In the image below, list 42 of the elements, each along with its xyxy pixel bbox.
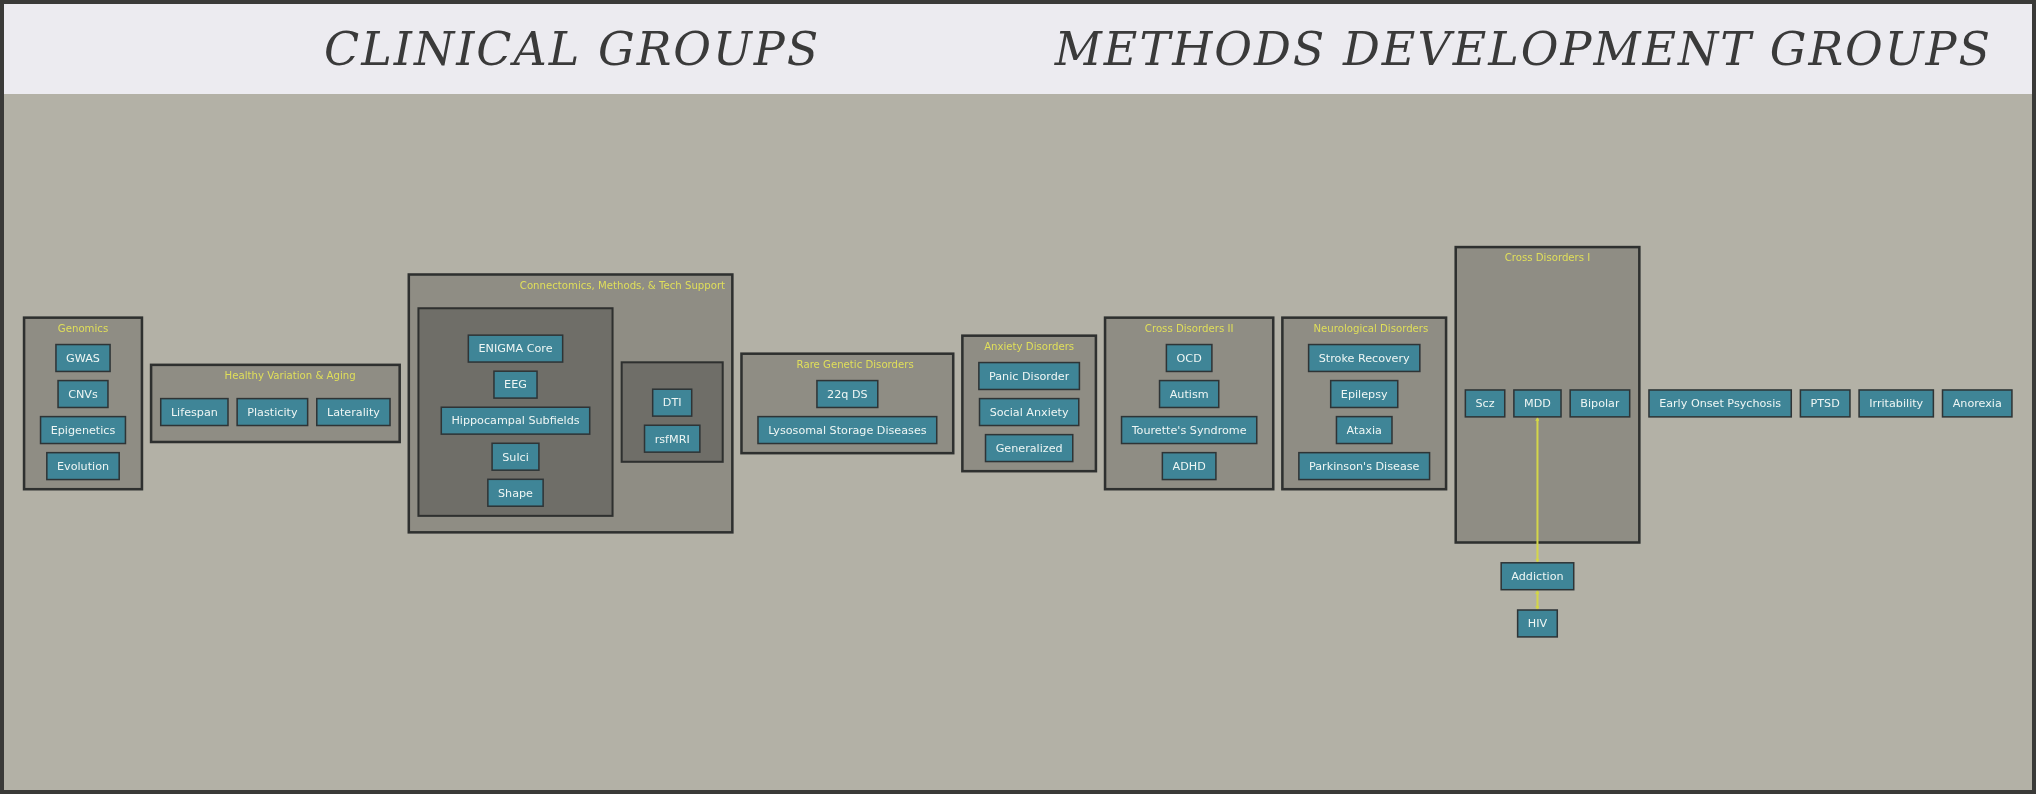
section-heading: CLINICAL GROUPS xyxy=(324,22,821,76)
node-box: Social Anxiety xyxy=(978,397,1080,427)
node-box: GWAS xyxy=(55,343,111,373)
node-box: OCD xyxy=(1165,343,1213,373)
node-box: Hippocampal Subfields xyxy=(440,406,591,435)
node-box: Bipolar xyxy=(1569,389,1631,418)
node-box: Epigenetics xyxy=(39,415,127,445)
node-box: Lifespan xyxy=(159,397,229,427)
node-box: DTI xyxy=(651,388,693,417)
arrow xyxy=(1535,416,1540,563)
node-box: Irritability xyxy=(1858,389,1935,418)
node-box: ADHD xyxy=(1161,451,1217,481)
node-box: Generalized xyxy=(984,433,1074,463)
node-box: MDD xyxy=(1513,389,1562,418)
node-box: 22q DS xyxy=(816,379,879,409)
node-box: Laterality xyxy=(316,397,391,427)
node-box: Anorexia xyxy=(1941,389,2013,418)
node-box: Scz xyxy=(1464,389,1506,418)
node-box: Panic Disorder xyxy=(978,361,1081,391)
node-box: Parkinson's Disease xyxy=(1298,451,1431,481)
section-heading: METHODS DEVELOPMENT GROUPS xyxy=(1054,22,1992,76)
node-box: CNVs xyxy=(57,379,109,409)
node-box: rsfMRI xyxy=(643,424,701,453)
node-box: Lysosomal Storage Diseases xyxy=(757,415,938,445)
node-box: Shape xyxy=(487,478,544,507)
node-box: Sulci xyxy=(491,442,540,471)
node-box: Autism xyxy=(1158,379,1220,409)
arrow xyxy=(1535,589,1540,611)
node-box: PTSD xyxy=(1799,389,1851,418)
node-box: HIV xyxy=(1516,609,1559,638)
cluster xyxy=(417,307,614,517)
node-box: Ataxia xyxy=(1335,415,1393,445)
node-box: Epilepsy xyxy=(1329,379,1399,409)
node-box: Plasticity xyxy=(236,397,309,427)
node-box: Stroke Recovery xyxy=(1307,343,1421,373)
node-box: Addiction xyxy=(1500,562,1575,591)
cluster xyxy=(620,361,724,463)
node-box: Evolution xyxy=(46,451,120,481)
node-box: Tourette's Syndrome xyxy=(1120,415,1258,445)
node-box: ENIGMA Core xyxy=(467,334,564,363)
node-box: EEG xyxy=(493,370,538,399)
node-box: Early Onset Psychosis xyxy=(1648,389,1792,418)
